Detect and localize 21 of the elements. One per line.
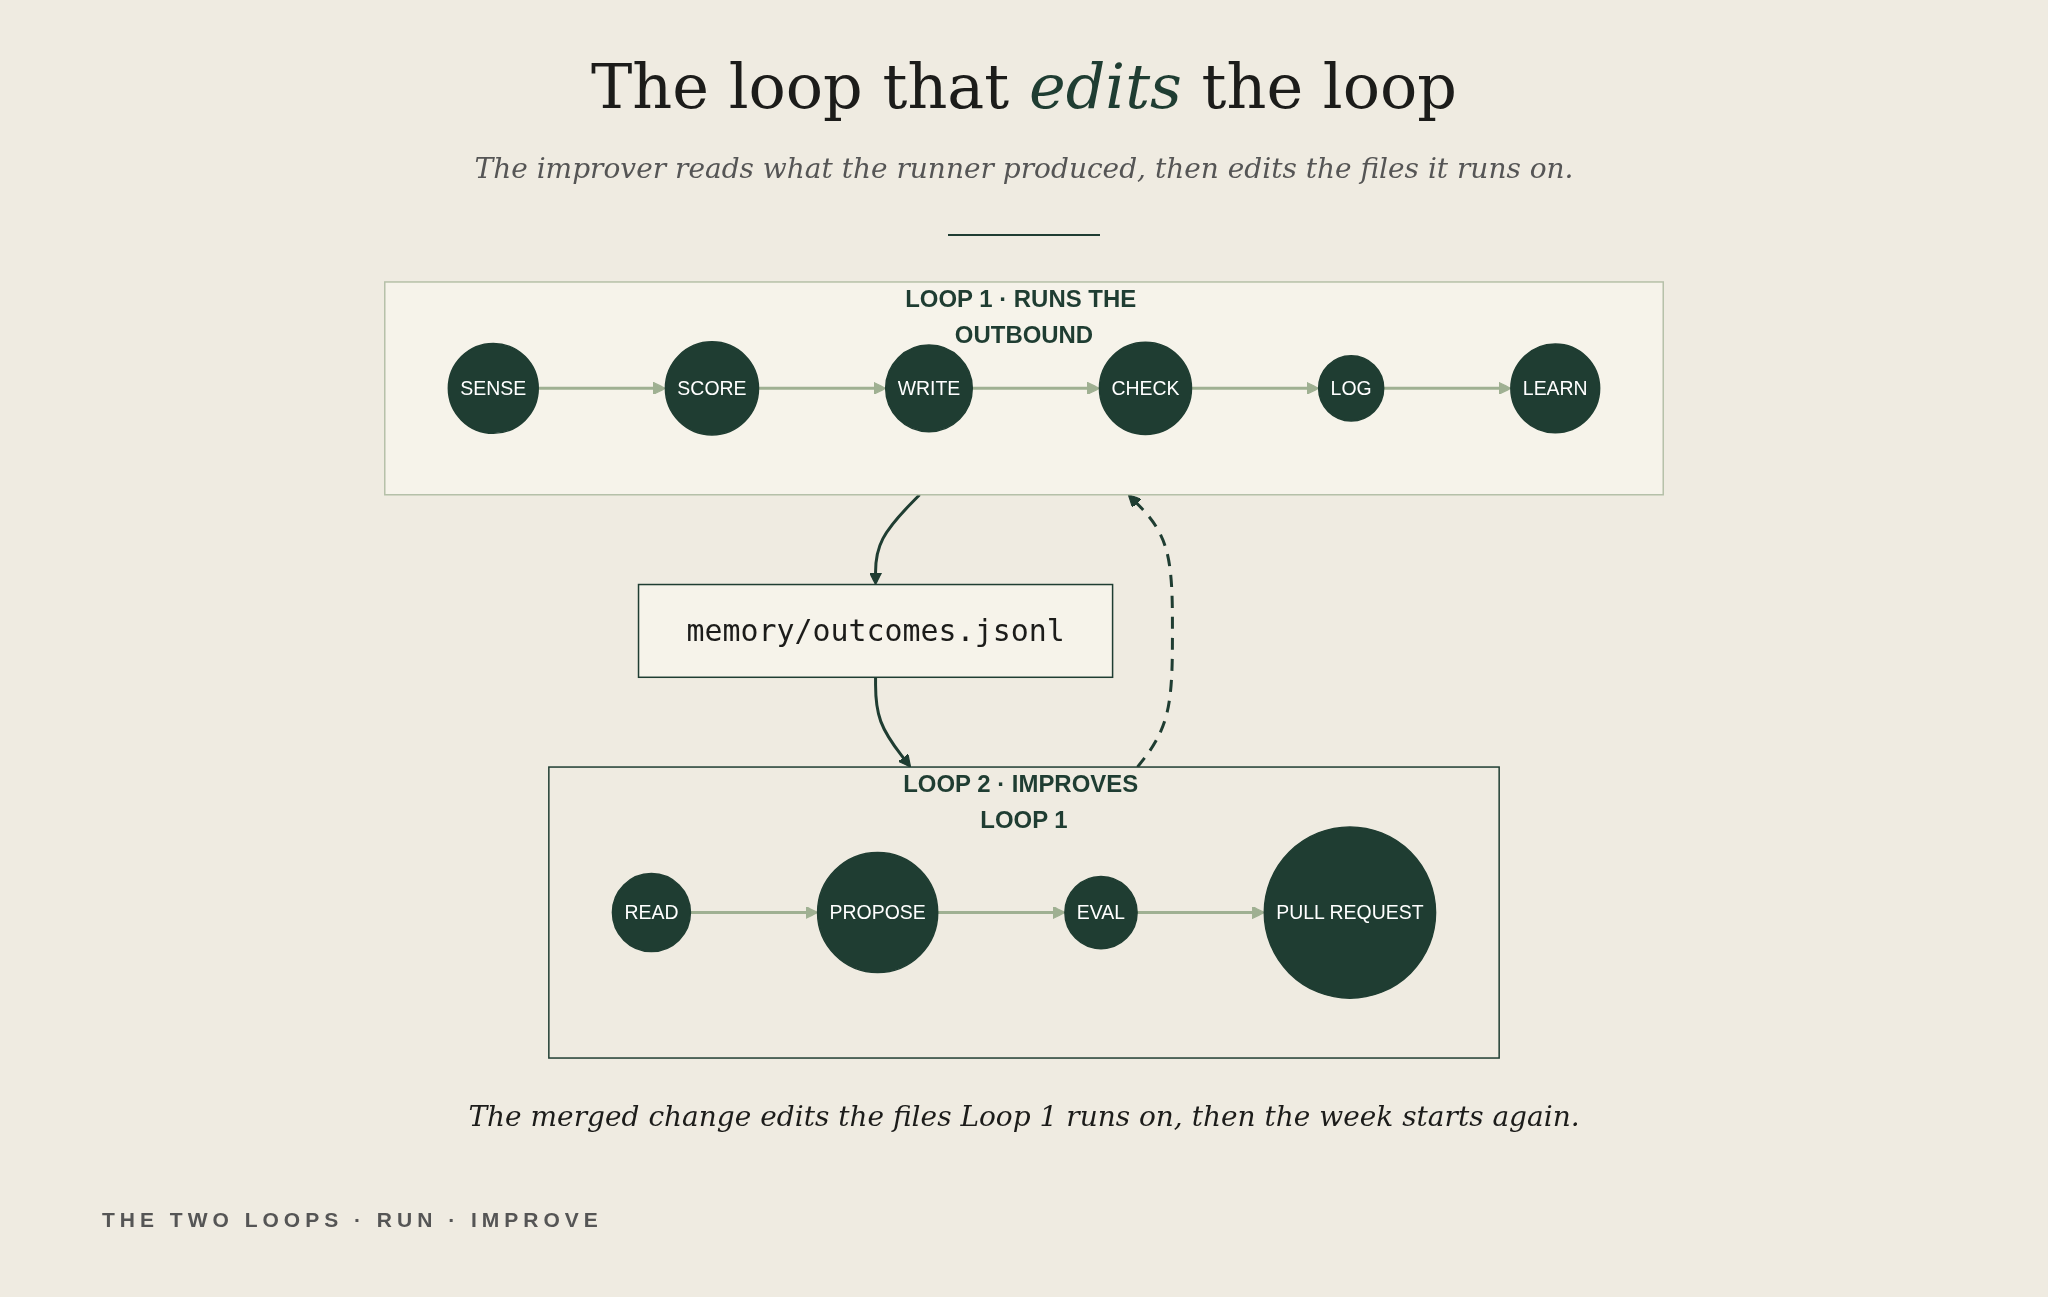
- node-circle: EVAL: [1064, 875, 1138, 950]
- arrow: [538, 381, 666, 395]
- title: The loop that edits the loop: [589, 50, 1459, 123]
- arrow: [1137, 905, 1265, 920]
- footer-text: THE TWO LOOPS · RUN · IMPROVE: [102, 1208, 603, 1232]
- node-circle: PULL REQUEST: [1263, 826, 1437, 999]
- node-circle: SCORE: [664, 341, 760, 436]
- node-circle: PROPOSE: [816, 851, 939, 974]
- node-circle: CHECK: [1098, 341, 1193, 436]
- node-circle: LEARN: [1510, 343, 1601, 434]
- arrow: [874, 677, 912, 768]
- node-box: memory/outcomes.jsonl: [637, 583, 1114, 679]
- node-circle: WRITE: [884, 344, 974, 433]
- node-circle: READ: [611, 872, 692, 953]
- subtitle: The improver reads what the runner produced, then edits the files it runs on.: [473, 152, 1575, 185]
- arrow: [869, 493, 921, 586]
- arrow: [1127, 494, 1174, 768]
- arrow: [937, 905, 1066, 920]
- node-circle: LOG: [1317, 355, 1385, 422]
- caption: The merged change edits the files Loop 1 runs on, then the week starts again.: [467, 1100, 1581, 1133]
- node-circle: SENSE: [447, 342, 539, 435]
